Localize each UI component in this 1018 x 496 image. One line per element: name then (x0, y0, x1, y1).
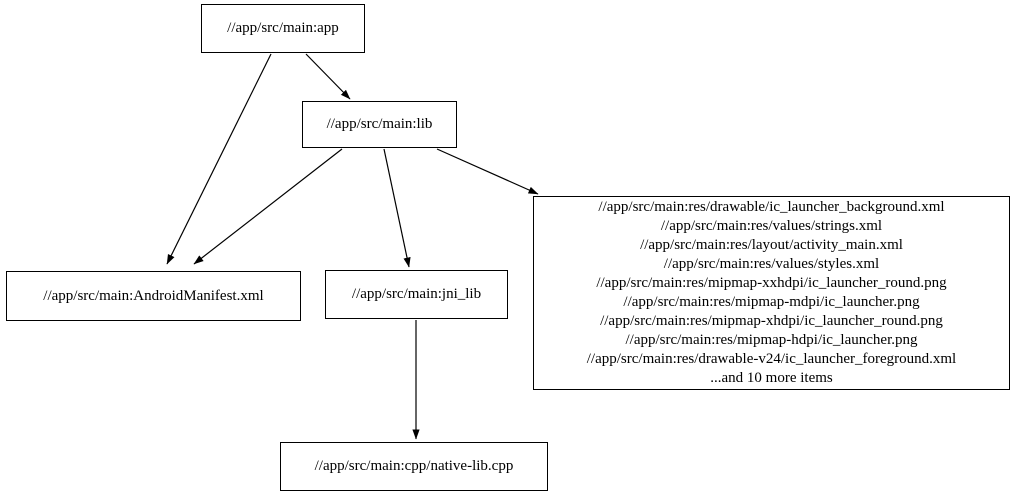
edge-lib-jnilib (383, 148, 411, 268)
node-resources-line: //app/src/main:res/mipmap-xhdpi/ic_launc… (600, 313, 943, 329)
node-android-manifest: //app/src/main:AndroidManifest.xml (6, 271, 301, 321)
node-jni-lib: //app/src/main:jni_lib (325, 270, 508, 319)
node-native-lib-cpp: //app/src/main:cpp/native-lib.cpp (280, 442, 548, 491)
node-resources: //app/src/main:res/drawable/ic_launcher_… (533, 196, 1010, 390)
node-app: //app/src/main:app (201, 4, 365, 53)
node-resources-line: //app/src/main:res/values/strings.xml (660, 218, 883, 234)
node-android-manifest-label: //app/src/main:AndroidManifest.xml (43, 287, 264, 304)
node-resources-line: //app/src/main:res/mipmap-mdpi/ic_launch… (623, 294, 920, 310)
node-resources-line: //app/src/main:res/mipmap-hdpi/ic_launch… (625, 332, 918, 348)
node-resources-line: //app/src/main:res/values/styles.xml (663, 256, 880, 272)
node-jni-lib-label: //app/src/main:jni_lib (351, 286, 482, 302)
node-resources-line: //app/src/main:res/mipmap-xxhdpi/ic_laun… (596, 275, 947, 291)
node-app-label: //app/src/main:app (227, 20, 339, 36)
node-native-lib-cpp-label: //app/src/main:cpp/native-lib.cpp (314, 458, 514, 474)
node-lib: //app/src/main:lib (302, 101, 457, 148)
node-lib-label: //app/src/main:lib (326, 116, 433, 132)
edge-app-manifest (166, 53, 272, 265)
node-resources-line: //app/src/main:res/layout/activity_main.… (640, 237, 903, 253)
node-resources-line: //app/src/main:res/drawable-v24/ic_launc… (586, 351, 957, 367)
node-resources-more-items: ...and 10 more items (710, 370, 833, 386)
edge-lib-manifest (193, 148, 343, 265)
edge-app-lib (305, 53, 351, 100)
edge-lib-res (436, 148, 539, 195)
node-resources-line: //app/src/main:res/drawable/ic_launcher_… (598, 199, 945, 215)
